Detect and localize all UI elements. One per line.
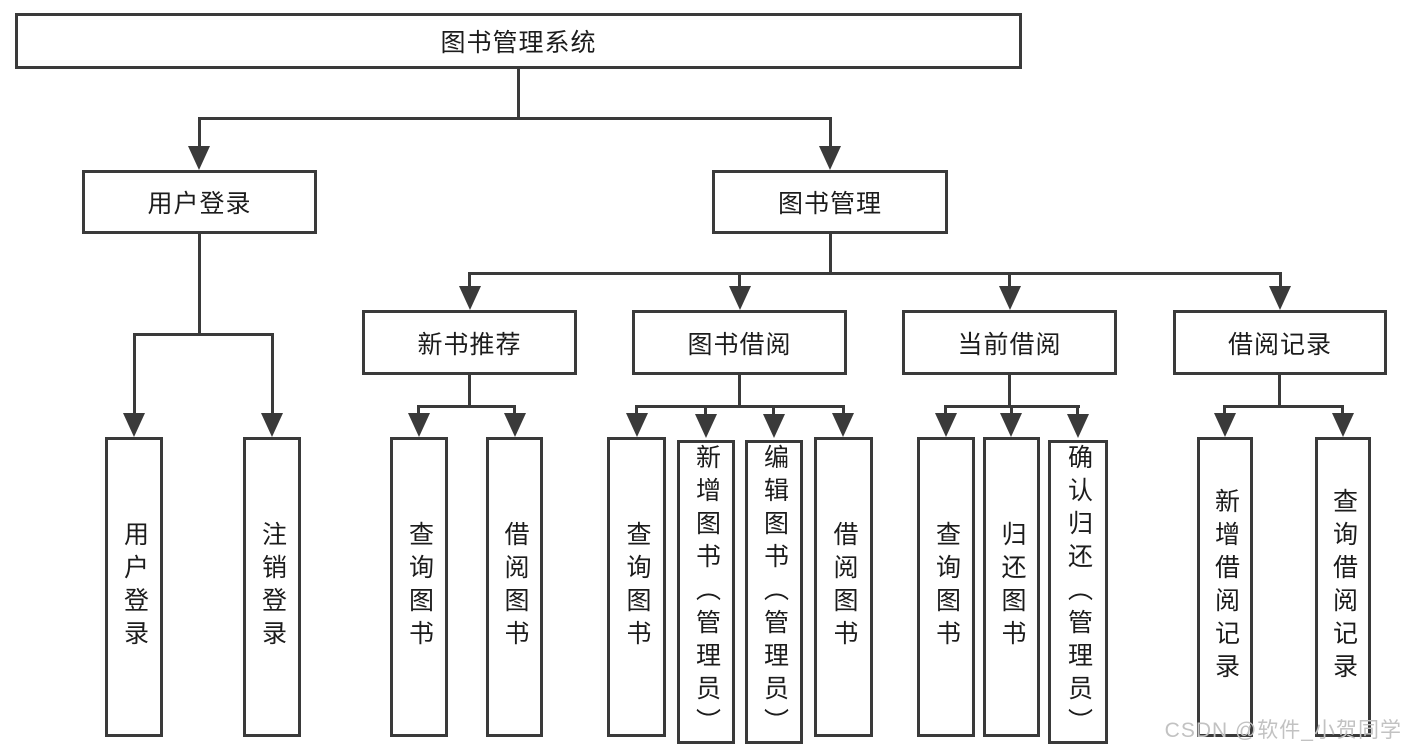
connector-line — [635, 405, 845, 408]
node-label: 确认归还（管理员） — [1064, 443, 1093, 741]
leaf-return-books: 归还图书 — [983, 437, 1040, 737]
connector-line — [1223, 407, 1226, 417]
node-new-book-recommend: 新书推荐 — [362, 310, 577, 375]
node-label: 用户登录 — [147, 190, 252, 218]
leaf-query-books-recommend: 查询图书 — [390, 437, 448, 737]
arrow-down-icon — [999, 286, 1021, 310]
arrow-down-icon — [832, 413, 854, 437]
leaf-user-login: 用户登录 — [105, 437, 163, 737]
node-label: 编辑图书（管理员） — [760, 443, 789, 741]
node-borrow-records: 借阅记录 — [1173, 310, 1387, 375]
node-label: 归还图书 — [998, 521, 1026, 653]
node-label: 查询图书 — [623, 521, 651, 653]
connector-line — [944, 407, 947, 417]
arrow-down-icon — [1269, 286, 1291, 310]
arrow-down-icon — [763, 414, 785, 438]
node-label: 借阅图书 — [501, 521, 529, 653]
arrow-down-icon — [123, 413, 145, 437]
connector-line — [468, 272, 1282, 275]
leaf-edit-books-admin: 编辑图书（管理员） — [745, 440, 803, 744]
leaf-logout: 注销登录 — [243, 437, 301, 737]
node-label: 图书管理系统 — [440, 29, 597, 57]
node-root: 图书管理系统 — [15, 13, 1022, 69]
arrow-down-icon — [935, 413, 957, 437]
leaf-add-books-admin: 新增图书（管理员） — [677, 440, 735, 744]
node-label: 新书推荐 — [417, 330, 522, 359]
connector-line — [468, 375, 471, 408]
connector-line — [1278, 375, 1281, 408]
connector-line — [1076, 407, 1079, 417]
arrow-down-icon — [504, 413, 526, 437]
connector-line — [417, 405, 516, 408]
connector-line — [1008, 375, 1011, 408]
connector-line — [1010, 407, 1013, 417]
node-label: 用户登录 — [120, 521, 149, 653]
connector-line — [704, 407, 707, 417]
node-label: 注销登录 — [258, 521, 287, 653]
connector-line — [133, 335, 136, 415]
arrow-down-icon — [188, 146, 210, 170]
connector-line — [517, 68, 520, 119]
connector-line — [842, 407, 845, 417]
node-label: 图书管理 — [777, 190, 882, 218]
arrow-down-icon — [1067, 414, 1089, 438]
node-current-borrow: 当前借阅 — [902, 310, 1117, 375]
node-label: 图书借阅 — [687, 330, 792, 359]
connector-line — [1279, 274, 1282, 290]
node-label: 新增借阅记录 — [1211, 488, 1240, 686]
node-label: 借阅记录 — [1227, 330, 1332, 359]
connector-line — [1008, 274, 1011, 290]
node-label: 查询借阅记录 — [1329, 488, 1358, 686]
arrow-down-icon — [695, 414, 717, 438]
connector-line — [738, 375, 741, 408]
connector-line — [198, 233, 201, 336]
arrow-down-icon — [1000, 413, 1022, 437]
leaf-borrow-books: 借阅图书 — [814, 437, 873, 737]
node-user-login: 用户登录 — [82, 170, 317, 234]
node-book-management: 图书管理 — [712, 170, 948, 234]
connector-line — [417, 407, 420, 417]
arrow-down-icon — [819, 146, 841, 170]
arrow-down-icon — [408, 413, 430, 437]
leaf-query-books-current: 查询图书 — [917, 437, 975, 737]
node-label: 借阅图书 — [830, 521, 858, 653]
arrow-down-icon — [729, 286, 751, 310]
node-book-borrow: 图书借阅 — [632, 310, 847, 375]
arrow-down-icon — [1332, 413, 1354, 437]
connector-line — [513, 407, 516, 417]
connector-line — [635, 407, 638, 417]
csdn-watermark: CSDN @软件_小贺同学 — [1164, 719, 1402, 742]
connector-line — [468, 274, 471, 290]
connector-line — [198, 117, 832, 120]
arrow-down-icon — [1214, 413, 1236, 437]
arrow-down-icon — [459, 286, 481, 310]
node-label: 查询图书 — [405, 521, 434, 653]
connector-line — [1341, 407, 1344, 417]
connector-line — [198, 119, 201, 148]
leaf-query-books-borrow: 查询图书 — [607, 437, 666, 737]
leaf-borrow-books-recommend: 借阅图书 — [486, 437, 543, 737]
connector-line — [772, 407, 775, 417]
connector-line — [944, 405, 1080, 408]
node-label: 查询图书 — [932, 521, 961, 653]
leaf-add-borrow-record: 新增借阅记录 — [1197, 437, 1253, 737]
connector-line — [829, 233, 832, 275]
leaf-query-borrow-record: 查询借阅记录 — [1315, 437, 1371, 737]
leaf-confirm-return-admin: 确认归还（管理员） — [1048, 440, 1108, 744]
arrow-down-icon — [261, 413, 283, 437]
connector-line — [271, 335, 274, 415]
connector-line — [1223, 405, 1344, 408]
connector-line — [829, 119, 832, 148]
connector-line — [738, 274, 741, 290]
arrow-down-icon — [626, 413, 648, 437]
node-label: 新增图书（管理员） — [692, 443, 721, 741]
connector-line — [133, 333, 274, 336]
node-label: 当前借阅 — [957, 330, 1062, 359]
